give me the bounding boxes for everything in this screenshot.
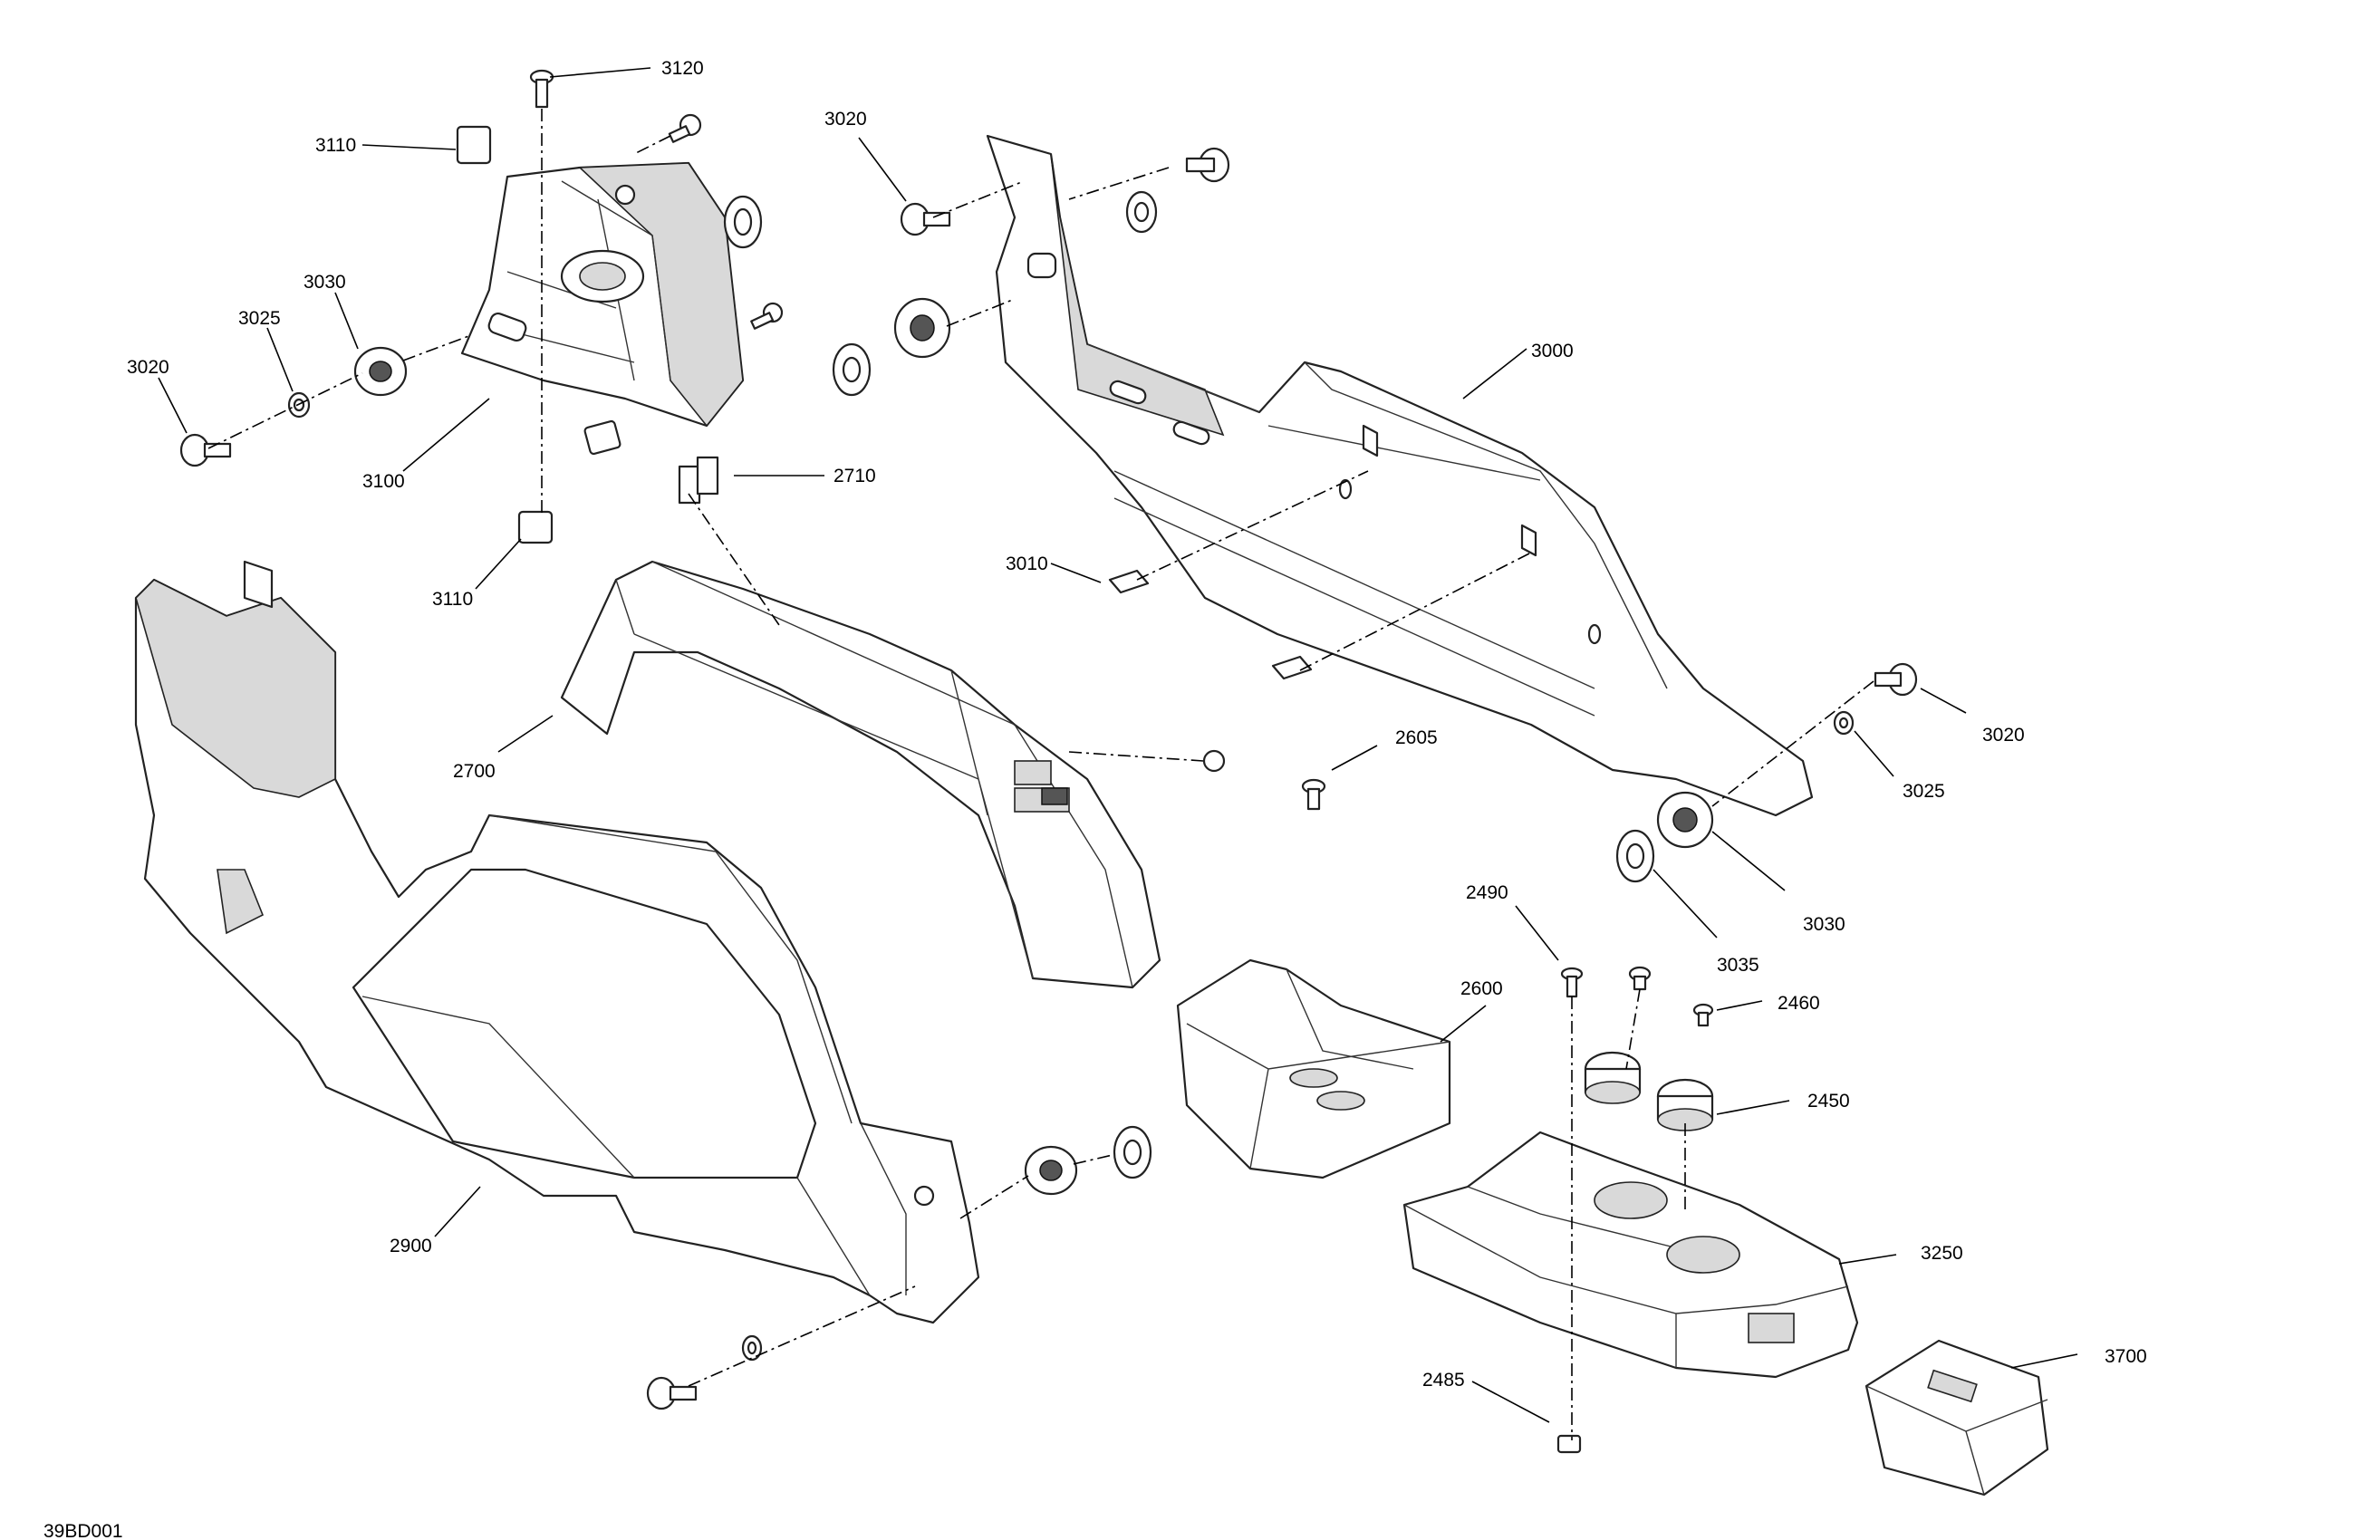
part-3700-cover [1864, 1339, 2049, 1497]
callout-3025-left: 3025 [238, 308, 281, 329]
part-2450-knobs [1584, 1051, 1714, 1131]
callout-2900: 2900 [390, 1236, 432, 1256]
callout-3110-bottom: 3110 [432, 589, 473, 610]
fasteners [179, 69, 1918, 1454]
figure-id: 39BD001 [43, 1521, 123, 1540]
part-3000-panel [986, 134, 1814, 817]
callout-3250: 3250 [1921, 1243, 1963, 1264]
part-2700-arch [560, 560, 1161, 989]
callout-2485: 2485 [1422, 1370, 1465, 1391]
callout-3020-top: 3020 [824, 109, 867, 130]
callout-3010: 3010 [1006, 553, 1048, 574]
callout-2490: 2490 [1466, 882, 1508, 903]
leader-lines [158, 67, 2078, 1423]
callout-3020-right: 3020 [1982, 725, 2025, 746]
callout-2460: 2460 [1778, 993, 1820, 1014]
part-3250-console [1402, 1131, 1859, 1379]
part-3010-clips [1108, 569, 1313, 680]
part-2900-panel [134, 560, 980, 1324]
callout-2450: 2450 [1807, 1091, 1850, 1112]
callout-2700: 2700 [453, 761, 496, 782]
callout-3700: 3700 [2105, 1346, 2147, 1367]
callout-3120: 3120 [661, 58, 704, 79]
callout-3100: 3100 [362, 471, 405, 492]
part-3100-bracket [460, 161, 745, 428]
callout-2710: 2710 [833, 466, 876, 486]
callout-3025-right: 3025 [1903, 781, 1945, 802]
callout-3035: 3035 [1717, 955, 1759, 976]
part-2600-tray [1176, 958, 1451, 1179]
callout-2605: 2605 [1395, 727, 1438, 748]
callout-3030-right: 3030 [1803, 914, 1845, 935]
callout-3110-top: 3110 [315, 135, 356, 156]
callout-labels: 3120 3110 3020 3030 3025 3020 3100 2710 … [43, 58, 2147, 1540]
callout-3030-left: 3030 [304, 272, 346, 293]
callout-2600: 2600 [1460, 978, 1503, 999]
assembly-lines [207, 109, 1874, 1440]
callout-3000: 3000 [1531, 341, 1574, 361]
callout-3020-left: 3020 [127, 357, 169, 378]
